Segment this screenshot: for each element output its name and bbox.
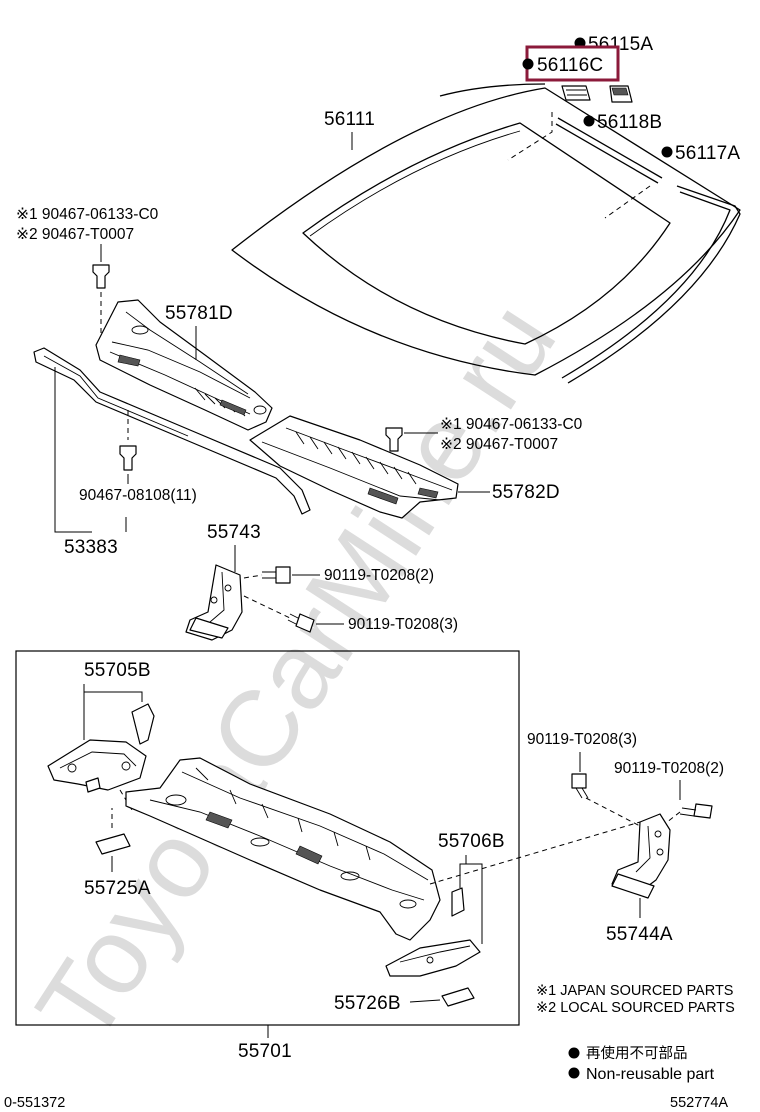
legend-japan: ※1 JAPAN SOURCED PARTS (536, 983, 733, 999)
moulding-clip-parts (561, 85, 633, 103)
footer-left-code: 0-551372 (4, 1095, 65, 1111)
non-reusable-dot-icon (568, 1047, 580, 1059)
clip-icon (92, 264, 110, 289)
bolt-icon (243, 595, 315, 633)
legend: ※1 JAPAN SOURCED PARTS ※2 LOCAL SOURCED … (536, 983, 735, 1083)
cowl-panel-drawing (125, 757, 441, 941)
part-label-56118B: 56118B (597, 112, 662, 133)
part-label-56116C[interactable]: 56116C (537, 55, 603, 76)
cowl-seal-drawing (33, 347, 311, 515)
windshield-labels: 56115A 56116C 56118B 56117A 56111 (324, 34, 740, 164)
part-label-55705B: 55705B (84, 660, 151, 681)
small-pad-55725A (95, 808, 131, 855)
right-clip-line1: ※1 90467-06133-C0 (440, 416, 583, 433)
bracket-55705B-drawing (47, 703, 155, 793)
highlight-box (525, 45, 620, 82)
part-label-55706B: 55706B (438, 831, 505, 852)
part-label-55744A: 55744A (606, 924, 673, 945)
left-clip-line2: ※2 90467-T0007 (16, 226, 134, 243)
part-label-55781D: 55781D (165, 303, 233, 324)
bracket-55706B-drawing (385, 887, 481, 977)
cowl-clip: 90467-08108(11) (79, 410, 197, 504)
bolt-label-3: 90119-T0208(3) (527, 731, 637, 748)
legend-local: ※2 LOCAL SOURCED PARTS (536, 1000, 735, 1016)
small-pad-55726B (441, 987, 475, 1007)
non-reusable-dot-icon (522, 58, 534, 70)
right-clip-line2: ※2 90467-T0007 (440, 436, 558, 453)
part-label-55701: 55701 (238, 1041, 292, 1062)
bolt-label-2: 90119-T0208(3) (348, 616, 458, 633)
non-reusable-dot-icon (583, 115, 595, 127)
legend-jp-nonreuse: 再使用不可部品 (586, 1045, 688, 1062)
part-label-56117A: 56117A (675, 143, 740, 164)
legend-nonreuse: Non-reusable part (586, 1066, 715, 1083)
non-reusable-dot-icon (568, 1067, 580, 1079)
bolt-label-1: 90119-T0208(2) (324, 567, 434, 584)
non-reusable-dot-icon (661, 146, 673, 158)
bolt-icon (661, 803, 713, 827)
clip-icon (119, 445, 137, 471)
part-label-55725A: 55725A (84, 878, 151, 899)
right-clip-callout: ※1 90467-06133-C0 ※2 90467-T0007 (385, 416, 583, 500)
left-clip-line1: ※1 90467-06133-C0 (16, 206, 159, 223)
bolt-label-4: 90119-T0208(2) (614, 760, 724, 777)
cowl-louver-rh-drawing (249, 415, 459, 519)
bolt-icon (571, 773, 641, 827)
left-clip-callout: ※1 90467-06133-C0 ※2 90467-T0007 (16, 206, 159, 348)
bolt-icon (243, 566, 291, 584)
cowl-louver-lh-drawing (95, 299, 273, 431)
footer-right-code: 552774A (670, 1095, 728, 1111)
bracket-55744A-drawing (611, 813, 671, 899)
part-label-53383: 53383 (64, 537, 118, 558)
part-label-55726B: 55726B (334, 993, 401, 1014)
cowl-clip-label: 90467-08108(11) (79, 487, 197, 504)
part-label-55743: 55743 (207, 522, 261, 543)
bracket-55743-drawing (185, 564, 243, 641)
part-label-55782D: 55782D (492, 482, 560, 503)
part-label-56111: 56111 (324, 109, 375, 130)
clip-icon (385, 427, 403, 452)
windshield-glass-drawing (231, 83, 741, 384)
